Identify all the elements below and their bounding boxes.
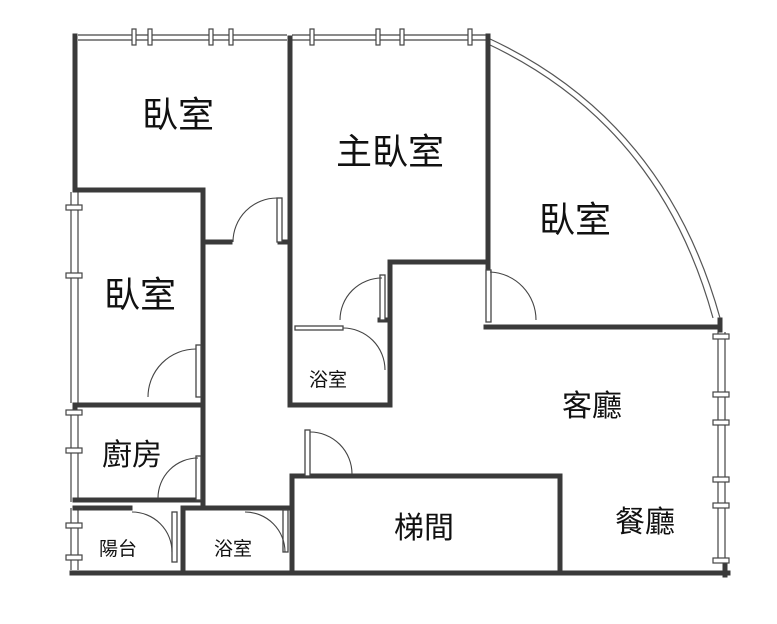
door-balcony xyxy=(131,511,178,563)
room-label-living-room: 客廳 xyxy=(562,389,622,424)
room-label-stairwell: 梯間 xyxy=(394,511,454,546)
left-windows xyxy=(65,192,83,570)
room-label-bedroom-right: 臥室 xyxy=(539,200,611,241)
room-label-balcony: 陽台 xyxy=(99,538,137,560)
doors xyxy=(131,197,537,563)
door-bathroom-bottom xyxy=(244,509,289,553)
interior-walls xyxy=(72,35,723,576)
door-kitchen xyxy=(157,455,202,501)
room-label-bathroom-bottom: 浴室 xyxy=(214,538,252,560)
door-stairwell xyxy=(304,429,353,477)
room-label-master-bedroom: 主臥室 xyxy=(336,132,444,173)
room-label-bathroom-middle: 浴室 xyxy=(309,369,347,391)
curved-facade xyxy=(487,37,721,319)
door-master-bedroom xyxy=(339,274,386,321)
room-label-bedroom-left: 臥室 xyxy=(104,275,176,316)
door-bathroom-middle xyxy=(294,325,386,371)
room-label-dining-room: 餐廳 xyxy=(615,505,675,540)
door-bedroom-left xyxy=(147,344,202,398)
curved-facade-inner xyxy=(487,43,714,319)
door-bedroom-top-left xyxy=(232,197,283,243)
room-label-kitchen: 廚房 xyxy=(102,438,162,473)
right-windows xyxy=(712,332,730,564)
top-windows xyxy=(78,28,486,46)
room-label-bedroom-top-left: 臥室 xyxy=(142,95,214,136)
door-bedroom-right xyxy=(485,269,537,323)
